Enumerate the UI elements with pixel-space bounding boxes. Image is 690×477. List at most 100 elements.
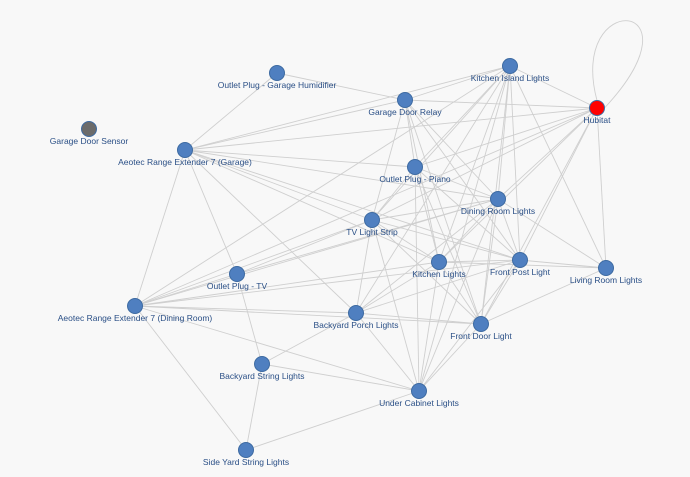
- edge-backyard-string-lights-to-under-cabinet-lights: [261, 363, 420, 392]
- edge-front-door-light-to-under-cabinet-lights: [418, 323, 482, 392]
- edge-aeotec-range-extender-7-garage-to-outlet-plug-piano: [184, 149, 416, 168]
- edge-front-post-light-to-aeotec-range-extender-7-dining-room: [134, 259, 521, 307]
- node-circle-hubitat[interactable]: [589, 100, 605, 116]
- node-label-tv-light-strip: TV Light Strip: [346, 227, 398, 237]
- node-circle-side-yard-string-lights[interactable]: [238, 442, 254, 458]
- node-living-room-lights[interactable]: Living Room Lights: [570, 260, 642, 286]
- edge-kitchen-island-lights-to-outlet-plug-piano: [414, 65, 511, 168]
- node-label-hubitat: Hubitat: [584, 115, 612, 125]
- node-circle-garage-door-relay[interactable]: [397, 92, 413, 108]
- node-circle-aeotec-range-extender-7-garage[interactable]: [177, 142, 193, 158]
- edge-dining-room-lights-to-under-cabinet-lights: [418, 198, 499, 392]
- node-label-garage-door-relay: Garage Door Relay: [368, 107, 442, 117]
- edge-hubitat-to-living-room-lights: [596, 107, 607, 269]
- edge-front-post-light-to-living-room-lights: [519, 259, 607, 269]
- edges-layer: [134, 20, 644, 451]
- node-front-door-light[interactable]: Front Door Light: [450, 316, 512, 342]
- edge-aeotec-range-extender-7-garage-to-dining-room-lights: [184, 149, 499, 200]
- edge-aeotec-range-extender-7-garage-to-tv-light-strip: [184, 149, 373, 221]
- node-label-front-post-light: Front Post Light: [490, 267, 551, 277]
- node-circle-outlet-plug-piano[interactable]: [407, 159, 423, 175]
- node-label-backyard-string-lights: Backyard String Lights: [219, 371, 304, 381]
- node-aeotec-range-extender-7-garage[interactable]: Aeotec Range Extender 7 (Garage): [118, 142, 252, 168]
- node-circle-aeotec-range-extender-7-dining-room[interactable]: [127, 298, 143, 314]
- edge-hubitat-to-front-door-light: [480, 107, 598, 325]
- node-garage-door-relay[interactable]: Garage Door Relay: [368, 92, 442, 118]
- edge-tv-light-strip-to-front-post-light: [371, 219, 521, 261]
- node-circle-under-cabinet-lights[interactable]: [411, 383, 427, 399]
- edge-garage-door-relay-to-aeotec-range-extender-7-garage: [184, 99, 406, 151]
- node-circle-garage-door-sensor[interactable]: [81, 121, 97, 137]
- node-circle-outlet-plug-tv[interactable]: [229, 266, 245, 282]
- node-circle-tv-light-strip[interactable]: [364, 212, 380, 228]
- edge-front-post-light-to-front-door-light: [480, 259, 521, 325]
- node-label-under-cabinet-lights: Under Cabinet Lights: [379, 398, 459, 408]
- edge-outlet-plug-piano-to-under-cabinet-lights: [414, 166, 420, 392]
- node-under-cabinet-lights[interactable]: Under Cabinet Lights: [379, 383, 459, 409]
- edge-kitchen-lights-to-backyard-porch-lights: [355, 261, 440, 314]
- node-garage-door-sensor[interactable]: Garage Door Sensor: [50, 121, 129, 147]
- edge-kitchen-lights-to-aeotec-range-extender-7-dining-room: [134, 261, 440, 307]
- edge-outlet-plug-piano-to-dining-room-lights: [414, 166, 499, 200]
- edge-kitchen-island-lights-to-garage-door-relay: [404, 65, 511, 101]
- node-label-aeotec-range-extender-7-garage: Aeotec Range Extender 7 (Garage): [118, 157, 252, 167]
- node-aeotec-range-extender-7-dining-room[interactable]: Aeotec Range Extender 7 (Dining Room): [58, 298, 213, 324]
- edge-kitchen-lights-to-under-cabinet-lights: [418, 261, 440, 392]
- edge-outlet-plug-tv-to-backyard-string-lights: [236, 273, 263, 365]
- edge-hubitat-to-kitchen-lights: [438, 107, 598, 263]
- node-kitchen-lights[interactable]: Kitchen Lights: [412, 254, 466, 280]
- edge-backyard-string-lights-to-side-yard-string-lights: [245, 363, 263, 451]
- node-circle-outlet-plug-garage-humidifier[interactable]: [269, 65, 285, 81]
- edge-outlet-plug-piano-to-kitchen-lights: [414, 166, 440, 263]
- edge-aeotec-range-extender-7-garage-to-outlet-plug-tv: [184, 149, 238, 275]
- edge-tv-light-strip-to-under-cabinet-lights: [371, 219, 420, 392]
- edge-outlet-plug-piano-to-tv-light-strip: [371, 166, 416, 221]
- node-label-side-yard-string-lights: Side Yard String Lights: [203, 457, 289, 467]
- edge-garage-door-relay-to-front-door-light: [404, 99, 482, 325]
- node-circle-front-door-light[interactable]: [473, 316, 489, 332]
- node-circle-kitchen-island-lights[interactable]: [502, 58, 518, 74]
- node-outlet-plug-piano[interactable]: Outlet Plug - Piano: [379, 159, 451, 185]
- node-label-kitchen-island-lights: Kitchen Island Lights: [471, 73, 549, 83]
- edge-aeotec-range-extender-7-garage-to-aeotec-range-extender-7-dining-room: [134, 149, 186, 307]
- node-label-front-door-light: Front Door Light: [450, 331, 512, 341]
- node-label-living-room-lights: Living Room Lights: [570, 275, 642, 285]
- edge-aeotec-range-extender-7-dining-room-to-front-door-light: [134, 305, 482, 325]
- edge-hubitat-to-tv-light-strip: [371, 107, 598, 221]
- edge-tv-light-strip-to-outlet-plug-tv: [236, 219, 373, 275]
- edge-outlet-plug-garage-humidifier-to-aeotec-range-extender-7-garage: [184, 72, 278, 151]
- node-front-post-light[interactable]: Front Post Light: [490, 252, 551, 278]
- node-backyard-porch-lights[interactable]: Backyard Porch Lights: [313, 305, 399, 331]
- node-circle-living-room-lights[interactable]: [598, 260, 614, 276]
- node-kitchen-island-lights[interactable]: Kitchen Island Lights: [471, 58, 549, 84]
- node-outlet-plug-garage-humidifier[interactable]: Outlet Plug - Garage Humidifier: [218, 65, 337, 91]
- node-circle-front-post-light[interactable]: [512, 252, 528, 268]
- edge-outlet-plug-garage-humidifier-to-garage-door-relay: [276, 72, 406, 101]
- edge-tv-light-strip-to-front-door-light: [371, 219, 482, 325]
- edge-aeotec-range-extender-7-garage-to-backyard-porch-lights: [184, 149, 357, 314]
- node-circle-kitchen-lights[interactable]: [431, 254, 447, 270]
- edge-outlet-plug-piano-to-front-door-light: [414, 166, 482, 325]
- edge-dining-room-lights-to-front-post-light: [497, 198, 521, 261]
- edge-dining-room-lights-to-backyard-porch-lights: [355, 198, 499, 314]
- node-tv-light-strip[interactable]: TV Light Strip: [346, 212, 398, 238]
- node-outlet-plug-tv[interactable]: Outlet Plug - TV: [207, 266, 268, 292]
- edge-kitchen-island-lights-to-kitchen-lights: [438, 65, 511, 263]
- edge-kitchen-island-lights-to-dining-room-lights: [497, 65, 511, 200]
- node-hubitat[interactable]: Hubitat: [584, 100, 612, 126]
- node-label-backyard-porch-lights: Backyard Porch Lights: [313, 320, 398, 330]
- node-backyard-string-lights[interactable]: Backyard String Lights: [219, 356, 305, 382]
- node-side-yard-string-lights[interactable]: Side Yard String Lights: [203, 442, 289, 468]
- node-circle-backyard-string-lights[interactable]: [254, 356, 270, 372]
- edge-hubitat-to-hubitat: [592, 20, 644, 109]
- edge-kitchen-lights-to-front-door-light: [438, 261, 482, 325]
- node-circle-dining-room-lights[interactable]: [490, 191, 506, 207]
- edge-kitchen-island-lights-to-tv-light-strip: [371, 65, 511, 221]
- edge-hubitat-to-garage-door-relay: [404, 99, 598, 109]
- edge-dining-room-lights-to-living-room-lights: [497, 198, 607, 269]
- node-dining-room-lights[interactable]: Dining Room Lights: [461, 191, 535, 217]
- edge-garage-door-relay-to-kitchen-lights: [404, 99, 440, 263]
- node-circle-backyard-porch-lights[interactable]: [348, 305, 364, 321]
- edge-under-cabinet-lights-to-side-yard-string-lights: [245, 390, 420, 451]
